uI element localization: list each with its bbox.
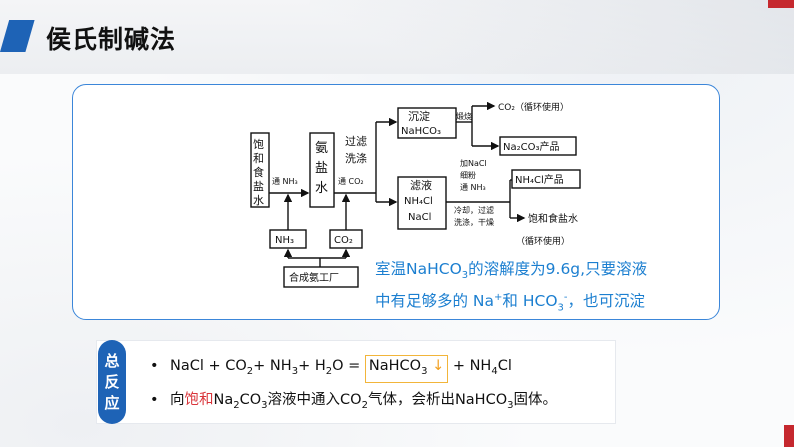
fine-grain-label: 细粉 — [460, 170, 476, 180]
bullet: • — [150, 392, 159, 408]
soda-product-label: Na₂CO₃产品 — [503, 140, 559, 153]
cool-filter-label: 冷却，过滤 — [454, 205, 494, 215]
caption-text: 和 HCO — [502, 292, 558, 311]
caption-superscript: + — [494, 292, 503, 304]
filtrate-box — [397, 176, 447, 230]
ammonia-brine-label-3: 水 — [315, 181, 328, 196]
brine-label-3: 食 — [253, 165, 264, 179]
process-flow-diagram: 饱 和 食 盐 水 氨 盐 水 沉淀 NaHCO₃ 滤液 NH₄Cl NaCl … — [248, 100, 608, 296]
soda-product-box — [499, 136, 577, 156]
caption-subscript: 3 — [461, 270, 469, 282]
equation-subscript: 4 — [491, 365, 498, 377]
caption-text: ，也可沉淀 — [567, 292, 646, 311]
summary-tag-char: 总 — [104, 351, 120, 370]
pass-nh3-label-2: 通 NH₃ — [460, 182, 486, 192]
note-emphasis: 饱和 — [184, 392, 214, 408]
flow-diagram-svg: 饱 和 食 盐 水 氨 盐 水 沉淀 NaHCO₃ 滤液 NH₄Cl NaCl … — [250, 101, 581, 288]
precipitate-arrow-icon: ↓ — [432, 358, 445, 374]
wash-dry-label: 洗涤，干燥 — [454, 217, 494, 227]
equation-text: O = — [332, 358, 365, 374]
equation-text: Cl — [497, 358, 512, 374]
add-nacl-label: 加NaCl — [460, 158, 487, 168]
precipitate-line2: NaHCO₃ — [401, 126, 441, 137]
caption-text: 的溶解度为9.6g,只要溶液 — [468, 260, 648, 278]
recycle-label: （循环使用） — [516, 235, 570, 247]
note-text: 气体，会析出NaHCO — [367, 392, 508, 408]
precipitate-highlight: NaHCO3 ↓ — [364, 355, 449, 383]
precipitate-line1: 沉淀 — [408, 109, 430, 123]
header-decoration — [273, 0, 794, 74]
equation-text: NaHCO — [368, 358, 422, 374]
note-subscript: 3 — [261, 399, 268, 411]
pass-nh3-label: 通 NH₃ — [272, 176, 298, 186]
nh4cl-product-label: NH₄Cl产品 — [515, 173, 564, 186]
equation-subscript: 2 — [325, 365, 333, 377]
filter-wash-label-1: 过滤 — [345, 135, 367, 148]
summary-note: •向饱和Na2CO3溶液中通入CO2气体，会析出NaHCO3固体。 — [150, 388, 557, 411]
ammonia-brine-label-1: 氨 — [315, 141, 328, 156]
equation-text: + H — [298, 358, 326, 374]
filter-wash-label-2: 洗涤 — [345, 151, 367, 165]
note-text: Na — [213, 392, 234, 408]
note-subscript: 3 — [507, 399, 514, 411]
filtrate-line1: 滤液 — [410, 178, 432, 192]
plant-label: 合成氨工厂 — [289, 271, 339, 284]
filtrate-line2: NH₄Cl — [404, 196, 433, 207]
note-text: 固体。 — [513, 392, 558, 408]
bullet: • — [150, 358, 159, 374]
equation-subscript: 3 — [291, 365, 299, 377]
brine-box — [250, 132, 270, 208]
corner-accent-bottom — [784, 425, 794, 447]
calcine-label: 煅烧 — [456, 111, 472, 121]
caption-subscript: 3 — [557, 302, 564, 314]
co2-recycle-label: CO₂（循环使用） — [498, 101, 569, 113]
note-text: CO — [239, 392, 262, 408]
ammonia-brine-box — [309, 132, 335, 208]
summary-tag-char: 应 — [104, 393, 120, 412]
note-subscript: 2 — [361, 399, 368, 411]
page-title: 侯氏制碱法 — [46, 25, 177, 54]
equation-text: + NH — [448, 358, 492, 374]
note-text: 溶液中通入CO — [267, 392, 362, 408]
note-subscript: 2 — [233, 399, 240, 411]
note-text: 向 — [170, 392, 185, 408]
brine-label-5: 水 — [253, 194, 264, 207]
overall-reaction-equation: •NaCl + CO2+ NH3+ H2O = NaHCO3 ↓ + NH4Cl — [150, 355, 512, 383]
brine-label-1: 饱 — [253, 137, 264, 151]
caption-superscript: - — [563, 292, 568, 304]
brine-label-2: 和 — [253, 152, 264, 165]
equation-subscript: 3 — [421, 365, 428, 377]
solubility-caption: 室温NaHCO3的溶解度为9.6g,只要溶液 中有足够多的 Na+和 HCO3-… — [375, 258, 705, 319]
brine-label-4: 盐 — [253, 180, 264, 193]
precipitate-box — [397, 107, 457, 139]
equation-subscript: 2 — [246, 365, 254, 377]
nh3-box-label: NH₃ — [275, 235, 294, 246]
pass-co2-label: 通 CO₂ — [338, 176, 364, 186]
caption-line-1: 室温NaHCO3的溶解度为9.6g,只要溶液 — [375, 258, 705, 287]
summary-tag: 总 反 应 — [98, 340, 126, 424]
brine-out-label: 饱和食盐水 — [528, 212, 578, 225]
summary-tag-char: 反 — [104, 372, 120, 391]
header-band — [0, 0, 794, 74]
corner-accent-top — [768, 0, 794, 8]
filtrate-line3: NaCl — [408, 212, 431, 223]
nh4cl-product-box — [511, 169, 581, 189]
summary-panel — [96, 340, 616, 424]
plant-box — [283, 266, 359, 288]
caption-line-2: 中有足够多的 Na+和 HCO3-，也可沉淀 — [375, 287, 705, 319]
ammonia-brine-label-2: 盐 — [315, 161, 328, 176]
equation-text: + NH — [253, 358, 292, 374]
equation-text: NaCl + CO — [170, 358, 247, 374]
co2-box-label: CO₂ — [334, 235, 353, 246]
caption-text: 室温NaHCO — [375, 260, 462, 278]
caption-text: 中有足够多的 Na — [375, 292, 495, 311]
